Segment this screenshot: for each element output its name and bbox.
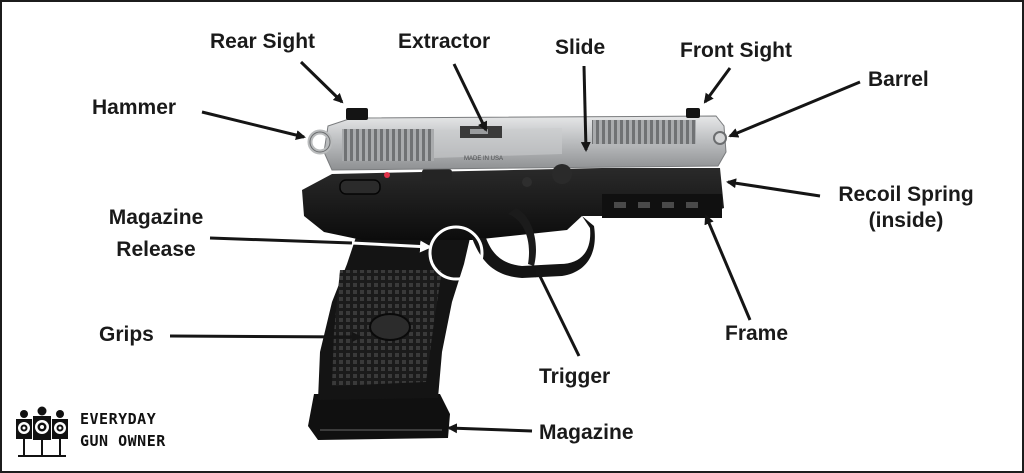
arrow-barrel	[728, 80, 861, 138]
label-recoil-spring: Recoil Spring (inside)	[828, 183, 984, 233]
brand-line-2: GUN OWNER	[80, 432, 166, 450]
arrow-slide	[580, 65, 591, 152]
trigger-blade	[508, 208, 536, 266]
arrow-magazine	[447, 423, 533, 434]
arrow-rear-sight	[299, 60, 344, 104]
label-magazine-release-line1: Magazine	[108, 206, 204, 229]
magazine-base	[308, 394, 450, 440]
front-slide-serrations	[592, 120, 696, 144]
label-extractor: Extractor	[398, 30, 491, 53]
label-grips: Grips	[99, 323, 154, 346]
arrow-frame	[704, 214, 752, 321]
label-magazine: Magazine	[539, 421, 634, 444]
label-front-sight: Front Sight	[680, 39, 792, 62]
arrow-recoil-spring	[726, 178, 821, 198]
label-recoil-spring-line2: (inside)	[868, 209, 944, 232]
brand-line-1: EVERYDAY	[80, 410, 157, 428]
label-magazine-release-line2: Release	[116, 238, 196, 261]
label-hammer: Hammer	[92, 96, 177, 119]
rear-slide-serrations	[342, 129, 434, 161]
accessory-rail	[602, 194, 722, 218]
arrow-extractor	[452, 63, 488, 132]
label-recoil-spring-line1: Recoil Spring	[838, 183, 974, 206]
rear-sight-post	[346, 108, 368, 120]
label-slide: Slide	[555, 36, 606, 59]
hammer	[307, 129, 333, 155]
trigger-guard	[472, 208, 595, 278]
label-magazine-release: Magazine Release	[100, 206, 212, 262]
brand-logo: EVERYDAY GUN OWNER	[12, 406, 212, 462]
grip	[318, 234, 470, 400]
arrow-trigger	[534, 266, 581, 357]
arrow-front-sight	[703, 67, 732, 104]
arrow-hammer	[201, 110, 306, 140]
label-rear-sight: Rear Sight	[210, 30, 316, 53]
shooting-target-people-icon	[16, 406, 68, 457]
label-trigger: Trigger	[539, 365, 611, 388]
slide-engraving: MADE IN USA	[464, 156, 503, 162]
front-sight-post	[686, 108, 700, 118]
label-barrel: Barrel	[868, 68, 929, 91]
slide: MADE IN USA	[323, 108, 727, 184]
frame	[302, 168, 724, 240]
magazine-release-highlight	[428, 225, 484, 281]
arrow-magazine-release-dark	[209, 236, 353, 245]
arrow-magazine-release-light	[351, 240, 432, 253]
barrel-muzzle	[713, 131, 727, 145]
label-frame: Frame	[725, 322, 789, 345]
arrow-grips	[169, 331, 362, 342]
